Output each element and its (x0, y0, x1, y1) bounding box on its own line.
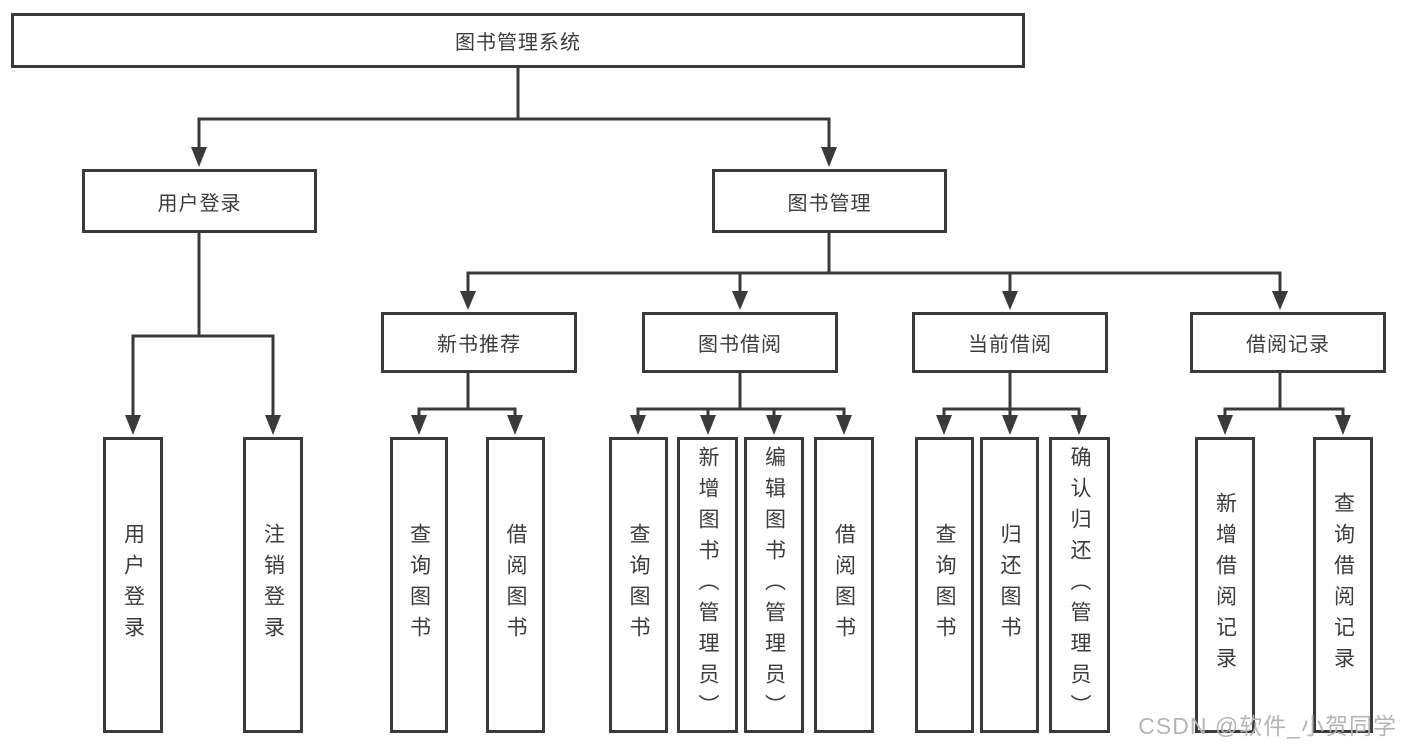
node-book-management: 图书管理 (712, 169, 947, 233)
leaf-query-books: 查询图书 (390, 437, 448, 733)
leaf-confirm-return-admin: 确认归还（管理员） (1049, 437, 1110, 733)
leaf-logout: 注销登录 (243, 437, 303, 733)
node-new-book-recommendation: 新书推荐 (381, 312, 577, 373)
leaf-return-books-label: 归还图书 (998, 523, 1021, 647)
leaf-return-books: 归还图书 (980, 437, 1039, 733)
node-root-label: 图书管理系统 (455, 32, 581, 54)
leaf-user-login-label: 用户登录 (121, 523, 145, 647)
node-user-login: 用户登录 (82, 169, 317, 233)
leaf-edit-books-admin: 编辑图书（管理员） (744, 437, 804, 733)
node-book-borrowing: 图书借阅 (642, 312, 838, 373)
node-current-borrowing-label: 当前借阅 (968, 334, 1052, 356)
node-root: 图书管理系统 (11, 13, 1025, 68)
node-book-borrowing-label: 图书借阅 (698, 334, 782, 356)
leaf-add-borrow-record-label: 新增借阅记录 (1213, 492, 1237, 678)
leaf-query-books-label: 查询图书 (407, 523, 431, 647)
leaf-borrow-books-2-label: 借阅图书 (832, 523, 856, 647)
leaf-query-borrow-record: 查询借阅记录 (1313, 437, 1373, 733)
node-new-book-recommendation-label: 新书推荐 (437, 334, 521, 356)
node-borrowing-records: 借阅记录 (1190, 312, 1386, 373)
leaf-borrow-books-label: 借阅图书 (504, 523, 527, 647)
leaf-query-books-3-label: 查询图书 (933, 523, 956, 647)
leaf-borrow-books: 借阅图书 (486, 437, 545, 733)
node-user-login-label: 用户登录 (157, 192, 242, 215)
leaf-confirm-return-admin-label: 确认归还（管理员） (1068, 445, 1091, 725)
node-borrowing-records-label: 借阅记录 (1246, 334, 1330, 356)
leaf-query-books-2: 查询图书 (609, 437, 668, 733)
leaf-add-books-admin: 新增图书（管理员） (677, 437, 738, 733)
leaf-query-borrow-record-label: 查询借阅记录 (1331, 492, 1355, 678)
leaf-add-borrow-record: 新增借阅记录 (1195, 437, 1255, 733)
leaf-edit-books-admin-label: 编辑图书（管理员） (762, 445, 786, 725)
node-current-borrowing: 当前借阅 (912, 312, 1108, 373)
leaf-query-books-3: 查询图书 (915, 437, 974, 733)
leaf-user-login: 用户登录 (103, 437, 163, 733)
leaf-logout-label: 注销登录 (261, 523, 285, 647)
node-book-management-label: 图书管理 (787, 192, 872, 215)
leaf-query-books-2-label: 查询图书 (627, 523, 650, 647)
leaf-add-books-admin-label: 新增图书（管理员） (696, 445, 719, 725)
arrowheads (125, 147, 1351, 435)
leaf-borrow-books-2: 借阅图书 (814, 437, 874, 733)
